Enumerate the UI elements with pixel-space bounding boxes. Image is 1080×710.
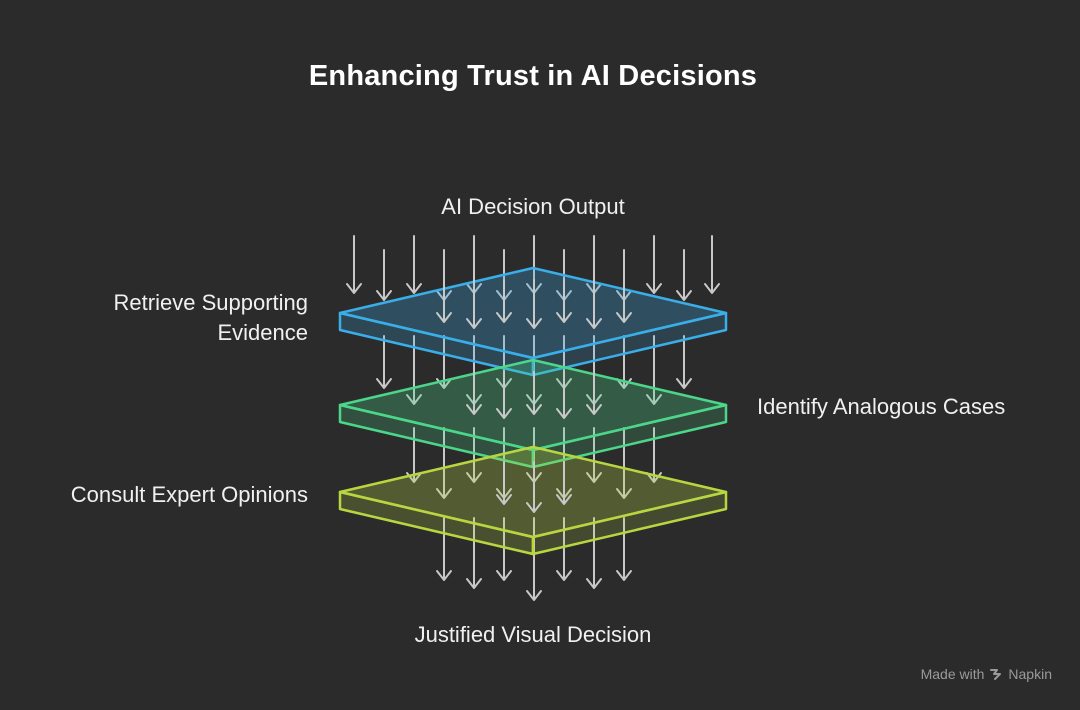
flow-arrow <box>436 279 452 323</box>
flow-arrow <box>616 517 632 581</box>
output-label: Justified Visual Decision <box>414 622 652 647</box>
plate-right-face <box>531 311 728 377</box>
flow-arrow <box>496 279 512 323</box>
napkin-brand-text: Napkin <box>1008 666 1052 682</box>
diagram-title: Enhancing Trust in AI Decisions <box>308 60 758 92</box>
flow-arrow <box>526 461 542 513</box>
layer-label-line: Retrieve Supporting <box>113 290 308 315</box>
flow-arrow <box>586 517 602 589</box>
layer-label-line: Evidence <box>217 320 308 345</box>
flow-arrow <box>556 517 572 581</box>
flow-arrow <box>556 279 572 323</box>
flow-arrow <box>436 427 452 499</box>
flow-arrow <box>526 517 542 601</box>
layer-label-analogous-cases: Identify Analogous Cases <box>757 394 1006 419</box>
flow-arrow <box>436 517 452 581</box>
plates-group <box>338 266 728 556</box>
flow-arrow <box>496 461 512 505</box>
flow-arrow <box>376 249 392 301</box>
flow-arrow <box>586 279 602 329</box>
flow-arrow <box>556 461 572 505</box>
flow-arrow <box>676 249 692 301</box>
flow-arrow <box>676 335 692 389</box>
flow-arrow <box>346 235 362 294</box>
flow-arrow <box>526 279 542 329</box>
flow-arrow <box>466 517 482 589</box>
plate-right-face <box>531 490 728 556</box>
flow-arrow <box>526 371 542 415</box>
flow-arrow <box>376 335 392 389</box>
flow-arrow <box>406 235 422 294</box>
layer-label-retrieve-evidence: Retrieve Supporting Evidence <box>8 288 308 348</box>
layer-label-expert-opinions: Consult Expert Opinions <box>70 482 308 507</box>
flow-arrow <box>704 235 720 294</box>
plate-analogous-cases <box>338 358 728 469</box>
flow-arrow <box>556 371 572 419</box>
input-label: AI Decision Output <box>441 194 625 219</box>
flow-arrow <box>616 427 632 499</box>
flow-arrow <box>496 371 512 419</box>
flow-arrow <box>646 235 662 294</box>
flow-arrow <box>586 371 602 415</box>
flow-arrow <box>466 371 482 415</box>
flow-arrow <box>466 279 482 329</box>
footer-attribution: Made with Napkin <box>921 666 1052 682</box>
napkin-logo-icon <box>990 669 1002 680</box>
made-with-text: Made with <box>920 666 985 682</box>
flow-arrow <box>616 279 632 323</box>
plate-right-face <box>531 403 728 469</box>
overlay-arrows-group <box>436 279 632 513</box>
